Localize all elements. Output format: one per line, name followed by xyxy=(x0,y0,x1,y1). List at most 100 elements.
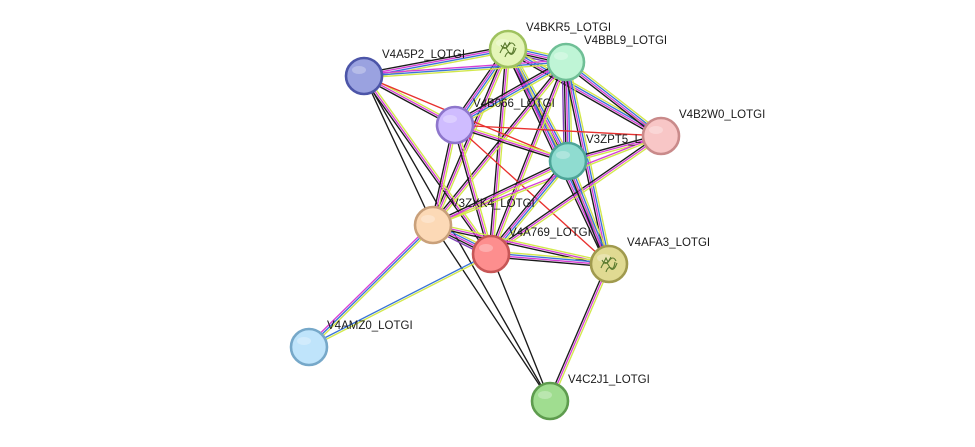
node-label: V4AFA3_LOTGI xyxy=(627,237,710,249)
edge-v4afa3-v4c2j1[interactable] xyxy=(547,262,612,403)
edge-evidence-line xyxy=(455,122,569,160)
edge-v4b066-v4a769[interactable] xyxy=(452,124,494,255)
protein-structure-icon xyxy=(600,256,618,273)
node-circle[interactable] xyxy=(471,234,511,274)
structure-strand xyxy=(501,41,511,50)
edge-evidence-line xyxy=(433,62,568,227)
node-v4b2w0[interactable]: V4B2W0_LOTGI xyxy=(641,109,765,156)
node-circle[interactable] xyxy=(435,105,475,145)
edge-evidence-line xyxy=(432,224,551,402)
edge-v4b066-v3zpt5[interactable] xyxy=(454,122,569,164)
edge-evidence-line xyxy=(454,126,568,164)
edge-evidence-line xyxy=(567,59,664,135)
edge-evidence-line xyxy=(453,58,565,124)
node-highlight xyxy=(421,215,435,223)
edge-evidence-line xyxy=(363,47,508,76)
node-circle[interactable] xyxy=(641,116,681,156)
node-highlight xyxy=(297,337,311,345)
edge-evidence-line xyxy=(492,62,569,255)
node-circle[interactable] xyxy=(344,56,384,96)
node-label: V3ZPT5_L xyxy=(586,134,642,146)
node-v4b066[interactable]: V4B066_LOTGI xyxy=(435,98,555,145)
edge-evidence-line xyxy=(454,124,492,255)
edge-v4bbl9-v4b066[interactable] xyxy=(453,58,568,129)
edge-evidence-line xyxy=(308,252,491,347)
edge-evidence-line xyxy=(490,253,551,402)
edge-evidence-line xyxy=(489,133,661,253)
edge-v4b066-v4b2w0[interactable] xyxy=(454,124,662,137)
edge-evidence-line xyxy=(363,45,508,74)
protein-structure-icon xyxy=(499,41,517,58)
node-label: V4AMZ0_LOTGI xyxy=(327,320,413,332)
edge-evidence-line xyxy=(364,74,494,254)
edge-evidence-line xyxy=(492,162,571,257)
node-v4amz0[interactable]: V4AMZ0_LOTGI xyxy=(289,320,413,367)
edge-v4bbl9-v4a769[interactable] xyxy=(488,61,569,255)
node-label: V4BBL9_LOTGI xyxy=(584,35,667,47)
edge-v3zxk4-v4afa3[interactable] xyxy=(432,222,610,267)
edge-evidence-line xyxy=(363,61,567,77)
edge-evidence-line xyxy=(566,60,662,136)
structure-strand xyxy=(602,256,612,265)
edge-evidence-line xyxy=(363,75,492,255)
edge-v4bbl9-v4a5p2[interactable] xyxy=(363,59,567,79)
edge-evidence-line xyxy=(307,223,433,347)
node-v4bkr5[interactable]: V4BKR5_LOTGI xyxy=(488,22,611,69)
edge-evidence-line xyxy=(308,224,434,348)
edge-evidence-line xyxy=(488,158,567,253)
node-highlight xyxy=(443,115,457,123)
node-label: V4A5P2_LOTGI xyxy=(382,49,465,61)
node-v4afa3[interactable]: V4AFA3_LOTGI xyxy=(589,237,710,284)
node-circle[interactable] xyxy=(546,42,586,82)
edge-evidence-line xyxy=(491,137,663,257)
edge-v4a769-v4amz0[interactable] xyxy=(308,252,492,349)
edge-v4bkr5-v4a769[interactable] xyxy=(488,48,511,255)
node-highlight xyxy=(479,244,493,252)
edge-v3zxk4-v4amz0[interactable] xyxy=(307,223,435,349)
edge-evidence-line xyxy=(432,226,609,267)
edge-v3zpt5-v3zxk4[interactable] xyxy=(431,158,570,228)
edge-evidence-line xyxy=(433,162,570,228)
node-highlight xyxy=(556,151,570,159)
edge-v4a769-v4c2j1[interactable] xyxy=(490,253,551,402)
node-v4c2j1[interactable]: V4C2J1_LOTGI xyxy=(530,374,650,421)
edge-evidence-line xyxy=(549,263,610,402)
edge-evidence-line xyxy=(431,60,566,225)
edge-evidence-line xyxy=(454,124,662,137)
edge-v4bbl9-v3zxk4[interactable] xyxy=(431,60,568,227)
structure-strand xyxy=(605,261,616,273)
edge-evidence-line xyxy=(456,124,494,254)
node-label: V4A769_LOTGI xyxy=(509,227,591,239)
node-circle[interactable] xyxy=(530,381,570,421)
edge-v4b2w0-v4a769[interactable] xyxy=(489,133,663,257)
edge-evidence-line xyxy=(491,250,610,262)
edge-evidence-line xyxy=(565,62,661,138)
edge-v4a5p2-v3zxk4[interactable] xyxy=(363,75,434,226)
node-v3zxk4[interactable]: V3ZXK4_LOTGI xyxy=(413,198,535,245)
node-v4bbl9[interactable]: V4BBL9_LOTGI xyxy=(546,35,667,82)
node-circle[interactable] xyxy=(548,141,588,181)
node-v3zpt5[interactable]: V3ZPT5_L xyxy=(548,134,642,181)
node-highlight xyxy=(649,126,663,134)
node-circle[interactable] xyxy=(589,244,629,284)
node-v4a5p2[interactable]: V4A5P2_LOTGI xyxy=(344,49,465,96)
node-v4a769[interactable]: V4A769_LOTGI xyxy=(471,227,591,274)
edge-evidence-line xyxy=(309,254,492,349)
edge-v4a5p2-v4a769[interactable] xyxy=(361,74,494,256)
edge-evidence-line xyxy=(488,48,507,254)
node-label: V4B2W0_LOTGI xyxy=(679,109,765,121)
edge-evidence-line xyxy=(454,60,566,125)
node-circle[interactable] xyxy=(488,29,528,69)
edge-evidence-line xyxy=(452,125,490,255)
edge-v4bbl9-v4b2w0[interactable] xyxy=(563,59,664,139)
edge-evidence-line xyxy=(547,262,608,401)
edge-evidence-line xyxy=(364,63,567,79)
edge-v3zxk4-v4c2j1[interactable] xyxy=(432,224,551,402)
node-circle[interactable] xyxy=(413,205,453,245)
node-label: V4C2J1_LOTGI xyxy=(568,374,650,386)
edge-v4b066-v4afa3[interactable] xyxy=(454,124,610,265)
edge-evidence-line xyxy=(456,63,568,129)
edge-v4a769-v4afa3[interactable] xyxy=(490,250,610,268)
node-circle[interactable] xyxy=(289,327,329,367)
